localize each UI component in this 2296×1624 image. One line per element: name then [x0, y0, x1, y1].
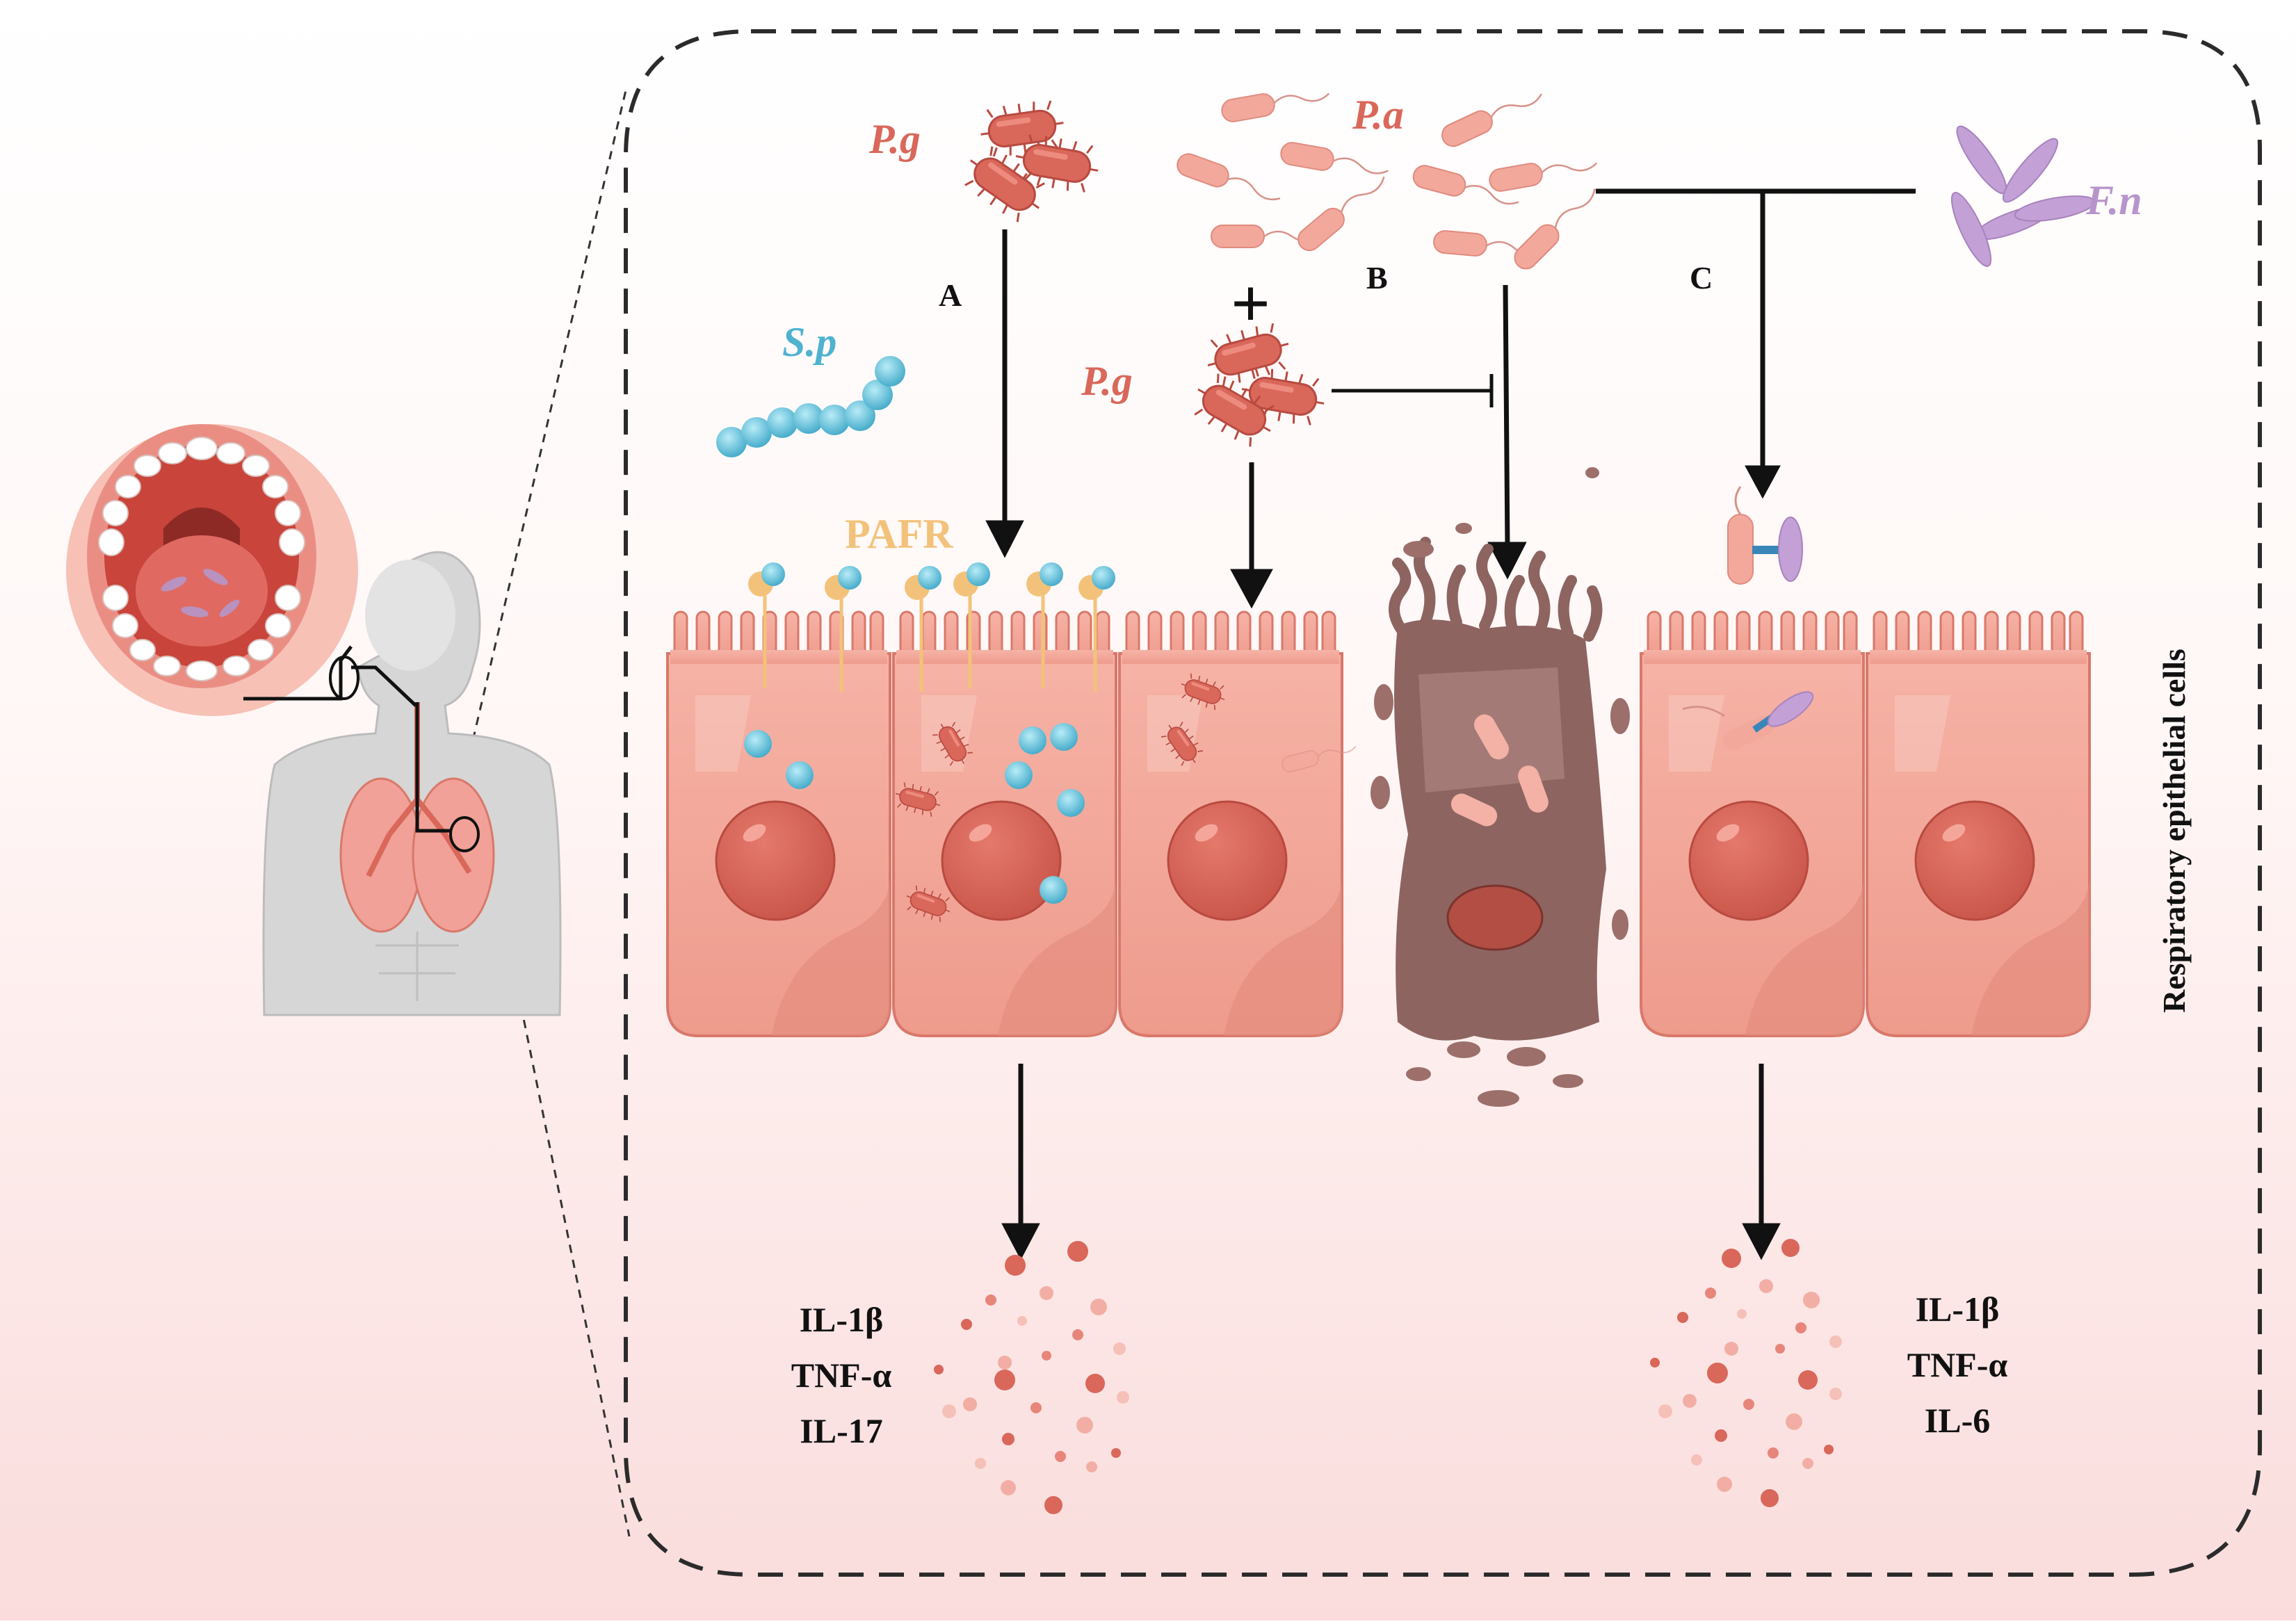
pg-label-top: P.g — [868, 116, 921, 162]
inhibition-line — [1332, 374, 1494, 407]
sp-label: S.p — [782, 319, 836, 365]
epithelial-cell-3 — [1118, 610, 1343, 1037]
cytokine-right-2: TNF-α — [1907, 1345, 2008, 1384]
pathway-a-label: A — [939, 277, 962, 313]
pa-fn-coaggregate — [1727, 486, 1803, 585]
dying-epithelial-cell — [1371, 467, 1630, 1107]
side-label: Respiratory epithelial cells — [2156, 649, 2192, 1013]
pathway-b-label: B — [1366, 260, 1388, 295]
plus-sign: + — [1231, 265, 1270, 342]
pa-label: P.a — [1352, 92, 1404, 138]
cytokine-list-left: IL-1β TNF-α IL-17 — [791, 1300, 892, 1450]
pg-label-mid: P.g — [1081, 358, 1133, 404]
cytokine-right-3: IL-6 — [1925, 1401, 1990, 1440]
pathway-c-label: C — [1690, 260, 1713, 295]
human-torso-illustration — [243, 551, 562, 1016]
sp-chain — [716, 356, 905, 457]
cytokine-left-2: TNF-α — [791, 1356, 892, 1395]
zoom-frame — [624, 29, 2262, 1577]
pafr-label: PAFR — [845, 511, 953, 557]
epithelial-cell-2 — [892, 610, 1117, 1037]
cytokine-left-1: IL-1β — [800, 1300, 884, 1339]
cytokine-list-right: IL-1β TNF-α IL-6 — [1907, 1290, 2008, 1440]
pa-fn-intracellular — [1682, 691, 1814, 750]
cytokine-particles-left — [934, 1241, 1129, 1514]
sp-in-cells — [744, 723, 1085, 904]
cytokine-particles-right — [1650, 1239, 1842, 1507]
cytokine-right-1: IL-1β — [1916, 1290, 2000, 1329]
epithelial-cell-4 — [1640, 610, 1865, 1037]
fn-label: F.n — [2085, 177, 2142, 223]
cytokine-left-3: IL-17 — [800, 1411, 882, 1450]
epithelial-cell-5 — [1866, 610, 2091, 1037]
arrows — [985, 188, 1916, 1260]
epithelial-cell-1 — [666, 610, 891, 1037]
oral-cavity-illustration — [66, 424, 358, 716]
